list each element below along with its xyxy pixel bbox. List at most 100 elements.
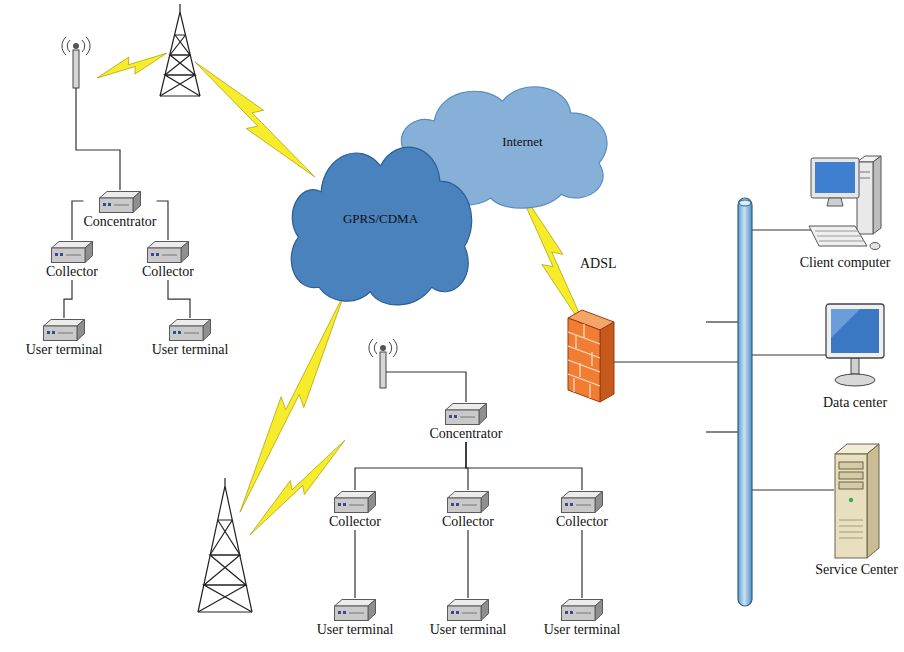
antenna-part	[380, 352, 386, 388]
device-icon	[560, 490, 604, 514]
user-terminal: User terminal	[26, 318, 103, 358]
radio-tower	[160, 4, 200, 96]
connector-line	[355, 442, 466, 490]
server-icon-part	[839, 472, 863, 479]
device-icon-part	[170, 326, 204, 341]
device-icon	[444, 402, 488, 426]
lan-bus-part	[706, 321, 738, 322]
device-icon-part	[570, 503, 573, 506]
server-icon-part	[835, 454, 867, 558]
icon-holder	[805, 150, 885, 255]
collector-device: Collector	[556, 490, 608, 530]
device-icon	[560, 598, 604, 622]
server-icon-part	[839, 482, 863, 489]
icon-holder	[827, 440, 887, 562]
device-icon-part	[456, 611, 459, 614]
antenna	[62, 37, 90, 88]
device-icon-part	[51, 248, 85, 263]
device-icon-part	[58, 333, 73, 334]
device-icon-part	[462, 613, 477, 614]
antenna-part	[73, 43, 79, 49]
node-label: User terminal	[430, 622, 507, 638]
device-icon-part	[447, 498, 481, 513]
firewall-part	[600, 322, 614, 402]
device-icon-part	[479, 404, 487, 425]
device-icon-part	[66, 255, 81, 256]
device-icon-part	[178, 331, 181, 334]
device-icon	[98, 190, 142, 214]
monitor-icon-part	[835, 374, 875, 386]
device-icon	[50, 240, 94, 264]
antenna-part	[380, 345, 386, 351]
node-label: Concentrator	[429, 426, 502, 442]
antenna-wire	[76, 88, 120, 190]
server-icon-part	[839, 462, 863, 469]
device-icon-part	[343, 503, 346, 506]
radio-tower-part	[198, 520, 252, 612]
connector-line	[466, 442, 582, 490]
icon-holder	[560, 490, 604, 514]
computer-icon-part	[815, 162, 855, 193]
network-cloud: GPRS/CDMA	[278, 128, 483, 310]
device-icon-part	[565, 611, 568, 614]
firewall-part	[568, 324, 600, 398]
computer-icon-part	[870, 243, 880, 250]
firewall	[568, 310, 614, 402]
monitor-icon-part	[831, 309, 860, 338]
device-icon-part	[462, 505, 477, 506]
device-icon-part	[456, 503, 459, 506]
device-icon	[146, 240, 190, 264]
device-icon-part	[454, 415, 457, 418]
connector-line	[581, 530, 582, 598]
lan-bus-part	[739, 200, 751, 206]
node-label: Collector	[556, 514, 608, 530]
device-icon-part	[451, 503, 454, 506]
antenna-wire	[386, 372, 466, 402]
node-label: Internet	[502, 135, 542, 150]
node-label: Service Center	[815, 562, 898, 578]
lan-cable	[614, 361, 738, 362]
radio-tower-part	[160, 35, 200, 96]
monitor-icon	[820, 300, 890, 395]
server-icon	[827, 440, 887, 562]
device-icon-part	[446, 410, 480, 425]
device-icon-part	[343, 611, 346, 614]
wireless-link	[229, 287, 357, 518]
icon-holder	[168, 318, 212, 342]
device-icon-part	[570, 611, 573, 614]
icon-holder	[98, 190, 142, 214]
link-label: ADSL	[580, 256, 617, 272]
wireless-link	[186, 53, 323, 186]
server-icon-part	[867, 444, 879, 558]
node-label: Collector	[329, 514, 381, 530]
device-icon-part	[451, 611, 454, 614]
lan-bus-part	[738, 198, 752, 606]
device-icon-part	[481, 600, 489, 621]
server-icon-part	[848, 498, 852, 502]
node-label: Data center	[823, 395, 887, 411]
device-icon-part	[60, 253, 63, 256]
device-icon-part	[103, 203, 106, 206]
user-terminal: User terminal	[430, 598, 507, 638]
device-icon-part	[335, 606, 369, 621]
computer-icon-part	[815, 231, 864, 241]
lan-bus-part	[752, 229, 812, 230]
wireless-link	[94, 45, 170, 87]
computer-icon-part	[827, 198, 843, 206]
icon-holder	[560, 598, 604, 622]
user-terminal: User terminal	[152, 318, 229, 358]
radio-tower-part	[198, 478, 252, 612]
device-icon-part	[133, 192, 141, 213]
icon-holder	[444, 402, 488, 426]
device-icon-part	[349, 613, 364, 614]
device-icon-part	[100, 198, 134, 213]
collector-device: Collector	[442, 490, 494, 530]
computer-icon-part	[860, 172, 870, 173]
device-icon-part	[562, 606, 596, 621]
icon-holder	[446, 490, 490, 514]
device-icon-part	[184, 333, 199, 334]
node-label: Collector	[46, 264, 98, 280]
radio-tower-part	[198, 520, 252, 612]
device-icon-part	[368, 492, 376, 513]
